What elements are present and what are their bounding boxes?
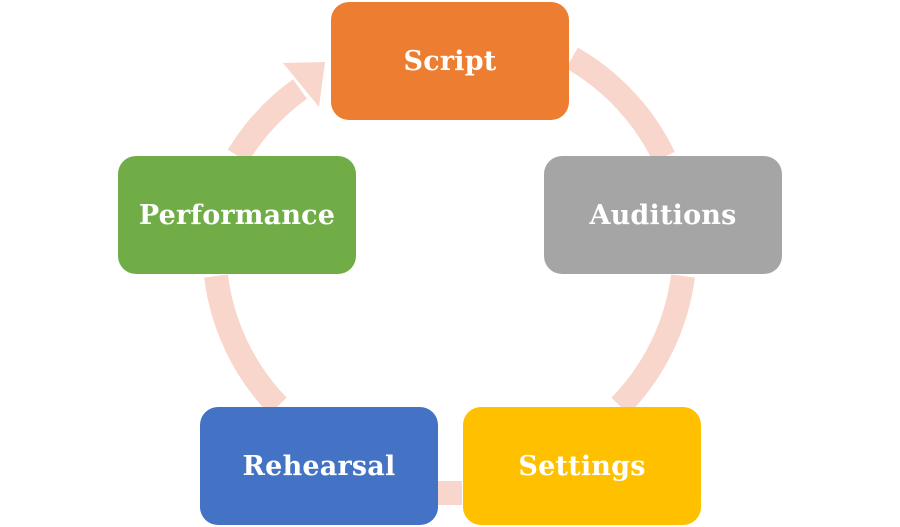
node-rehearsal: Rehearsal (200, 407, 438, 525)
node-script: Script (331, 2, 569, 120)
node-auditions-label: Auditions (589, 199, 737, 231)
node-performance-label: Performance (138, 199, 336, 231)
node-auditions: Auditions (544, 156, 782, 274)
cycle-arrowhead (283, 62, 325, 107)
node-settings-label: Settings (518, 450, 646, 482)
node-script-label: Script (403, 45, 497, 77)
cycle-arrow-auditions-settings (611, 274, 695, 415)
cycle-arrow-performance-script (227, 79, 308, 163)
node-performance: Performance (118, 156, 356, 274)
node-rehearsal-label: Rehearsal (242, 450, 396, 482)
node-settings: Settings (463, 407, 701, 525)
cycle-arrow-rehearsal-performance (204, 274, 287, 415)
cycle-arrow-script-auditions (565, 47, 675, 163)
